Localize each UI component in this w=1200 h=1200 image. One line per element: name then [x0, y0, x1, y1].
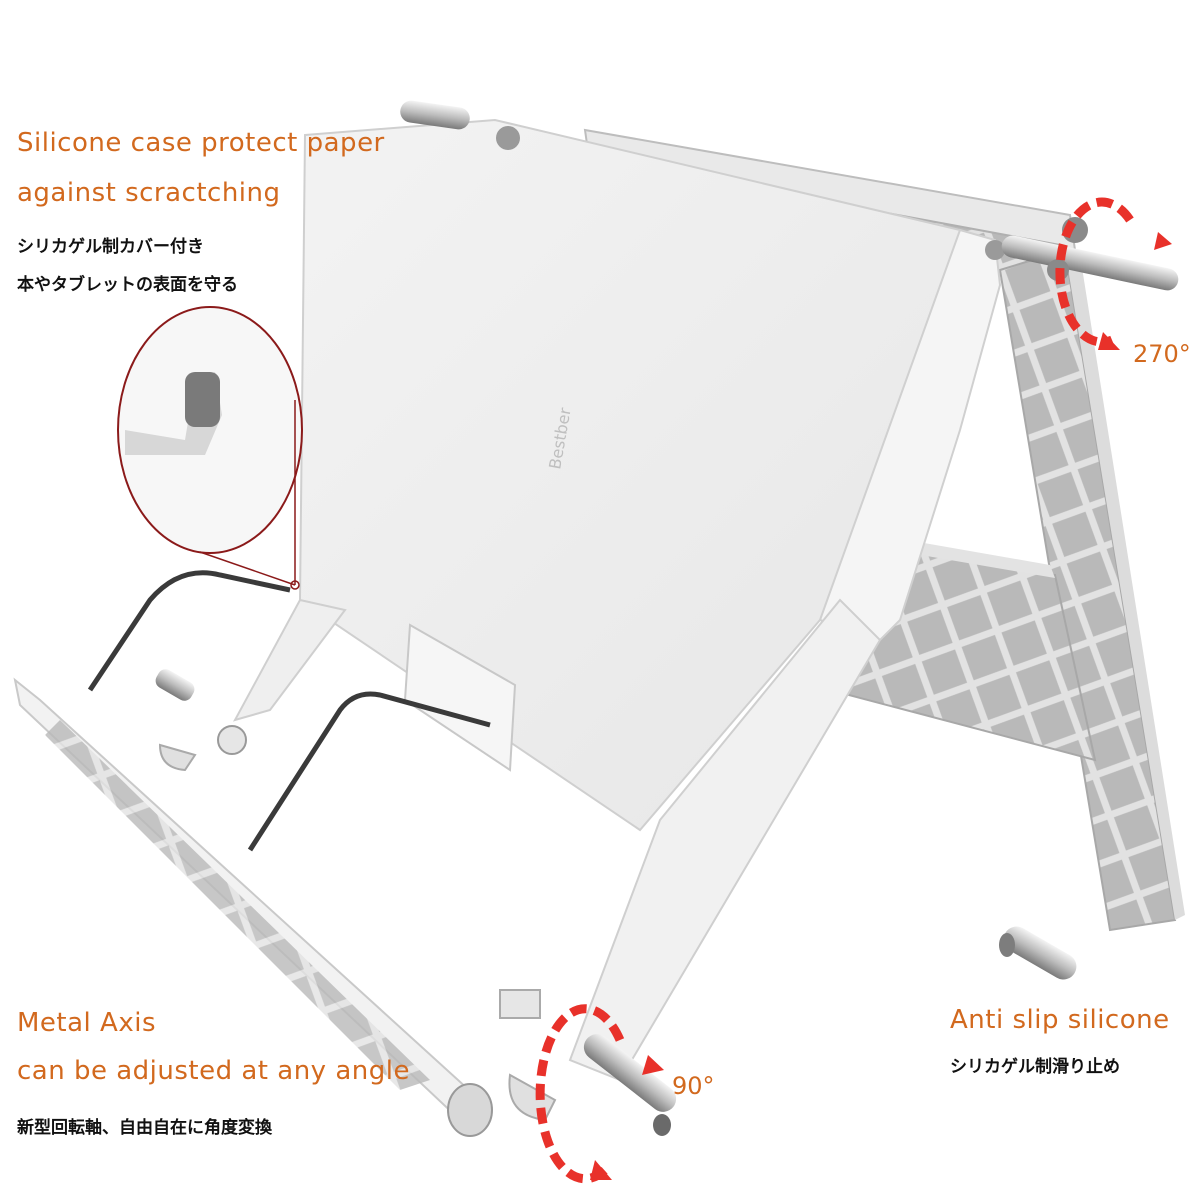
book-plate: [232, 118, 1005, 1082]
anti-slip-title: Anti slip silicone: [950, 1005, 1170, 1035]
metal-axis-title: Metal Axis: [17, 1008, 156, 1038]
angle-90-label: 90°: [672, 1072, 715, 1100]
silicone-case-jp-1: シリカゲル制カバー付き: [17, 237, 204, 257]
metal-axis-subtitle: can be adjusted at any angle: [17, 1056, 410, 1086]
silicone-case-jp-2: 本やタブレットの表面を守る: [17, 275, 238, 295]
anti-slip-jp: シリカゲル制滑り止め: [950, 1057, 1120, 1077]
base-tray: [13, 677, 493, 1137]
rotation-arrow-270: [1055, 197, 1172, 350]
hardware-parts: [155, 669, 557, 1122]
bottom-axis: [583, 1034, 677, 1136]
metal-axis-jp: 新型回転軸、自由自在に角度変換: [17, 1118, 272, 1138]
zoom-detail: [117, 306, 303, 590]
silicone-case-subtitle: against scractching: [17, 178, 281, 208]
wire-support: [87, 570, 491, 852]
silicone-case-title: Silicone case protect paper: [17, 128, 385, 158]
angle-270-label: 270°: [1133, 340, 1191, 368]
anti-slip-part: [999, 926, 1077, 980]
rotation-arrow-90: [535, 1004, 664, 1184]
